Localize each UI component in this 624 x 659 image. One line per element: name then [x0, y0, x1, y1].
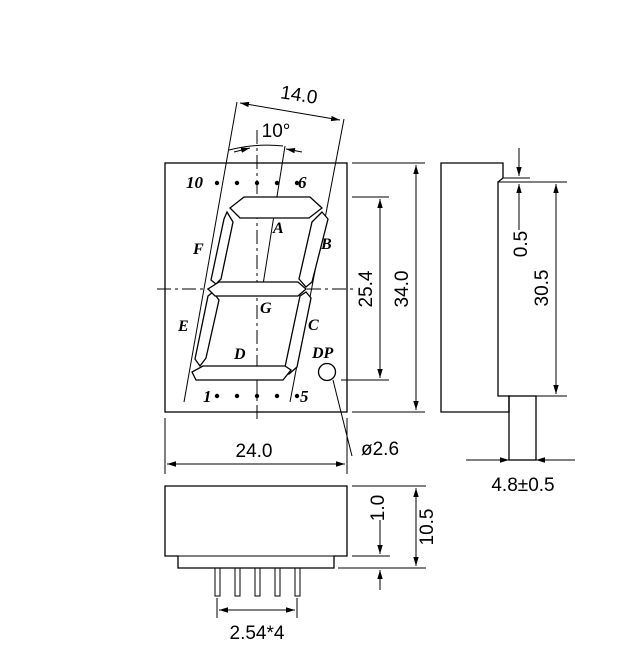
segment-label-b: B [320, 236, 332, 253]
dim-depth: 10.5 [417, 509, 438, 546]
segment-label-d: D [233, 346, 246, 363]
pin-label-bottom-right: 5 [300, 387, 309, 406]
dim-top-width: 14.0 [279, 82, 319, 109]
dim-step: 0.5 [511, 231, 532, 257]
side-body-outline [440, 162, 510, 413]
segment-label-dp: DP [311, 345, 334, 362]
pin-dot [234, 393, 240, 399]
dim-line-top-width [239, 101, 341, 122]
segment-a [229, 196, 324, 219]
dim-pitch: 2.54*4 [230, 623, 285, 644]
segment-label-f: F [192, 241, 204, 258]
segment-label-g: G [260, 300, 272, 317]
segment-g [206, 281, 307, 297]
side-pin-outline [508, 395, 537, 461]
segment-f [210, 210, 234, 285]
pin [234, 567, 241, 597]
pin-dot [274, 180, 280, 186]
bottom-pins [214, 567, 301, 597]
dim-arrow-slant-left [233, 147, 251, 153]
segment-b [298, 211, 329, 288]
front-view: 14.0 10° 10 6 1 5 [157, 82, 425, 474]
pin-dot [214, 180, 220, 186]
dim-dp-diameter: ø2.6 [361, 439, 399, 460]
segment-label-a: A [272, 220, 284, 237]
pin [254, 567, 261, 597]
dim-digit-height: 25.4 [356, 270, 377, 307]
pin-label-bottom-left: 1 [203, 387, 212, 406]
pin-dot [234, 180, 240, 186]
segment-e [194, 291, 220, 368]
side-view: 0.5 30.5 4.8±0.5 [440, 148, 575, 496]
pin [294, 567, 301, 597]
dim-pin-offset: 4.8±0.5 [491, 475, 554, 496]
pin-label-top-left: 10 [186, 173, 204, 192]
pin-dot [254, 393, 260, 399]
pin-dot [254, 180, 260, 186]
dim-standoff: 1.0 [368, 495, 389, 521]
pin-dot [294, 393, 300, 399]
top-pin-row [214, 180, 300, 186]
dim-arrow-slant-right [285, 148, 303, 154]
dim-height: 34.0 [392, 271, 413, 308]
bottom-pin-row [214, 393, 300, 399]
pin-dot [294, 180, 300, 186]
pin-dot [274, 393, 280, 399]
segment-label-c: C [308, 317, 319, 334]
bottom-view: 2.54*4 1.0 10.5 [164, 485, 438, 644]
dp-leader-line [332, 379, 353, 457]
segment-dp [317, 362, 337, 382]
pin [274, 567, 281, 597]
dim-arc-slant [228, 144, 284, 151]
dim-body-height: 30.5 [532, 270, 553, 307]
segment-label-e: E [177, 318, 189, 335]
front-body-outline [164, 162, 348, 413]
pin-dot [214, 393, 220, 399]
pin [214, 567, 221, 597]
dim-slant-angle: 10° [262, 121, 291, 142]
dim-width: 24.0 [236, 441, 273, 462]
pin-label-top-right: 6 [298, 173, 307, 192]
segment-d [191, 365, 292, 381]
slant-line-left [183, 101, 238, 403]
